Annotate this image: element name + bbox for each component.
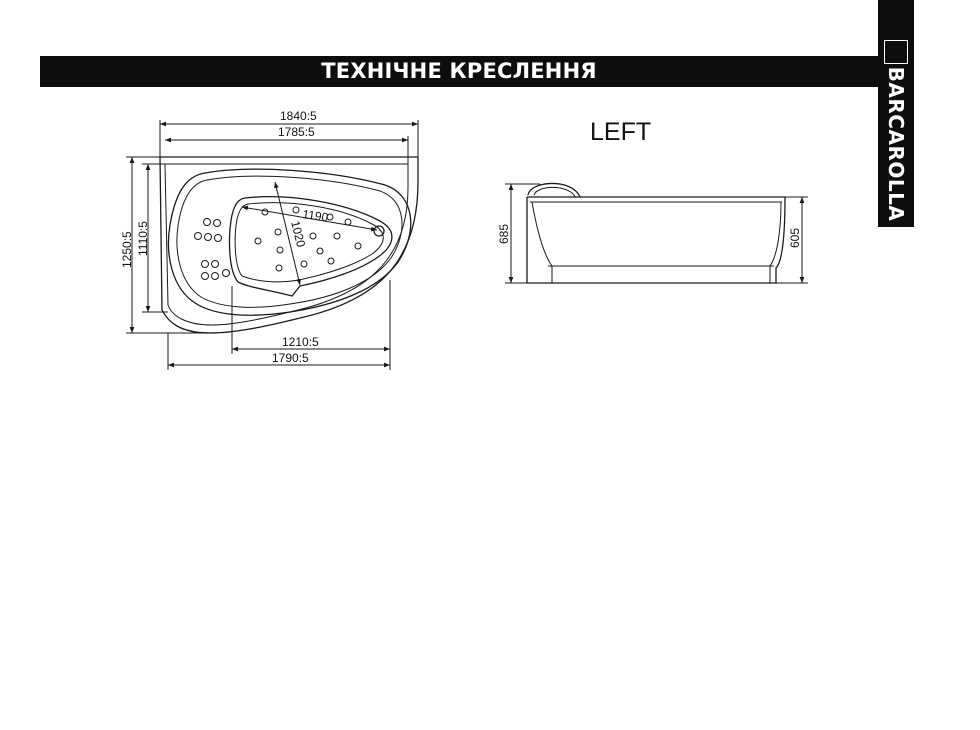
tub-body-curve-right	[769, 201, 782, 267]
brand-square-icon	[884, 40, 908, 64]
jet-icon	[213, 219, 221, 227]
total-height-label: 685	[497, 224, 511, 244]
rim-width-label: 1110:5	[136, 221, 150, 256]
headrest-inner	[533, 186, 576, 198]
tub-body-curve-left	[531, 201, 553, 267]
page-title: ТЕХНІЧНЕ КРЕСЛЕННЯ	[321, 59, 597, 83]
jet-icon	[261, 208, 269, 216]
jet-icon	[354, 242, 362, 250]
jet-icon	[326, 213, 334, 221]
jet-icon	[292, 206, 300, 214]
overall-width-label: 1250:5	[120, 231, 134, 268]
base-length-label: 1790:5	[272, 351, 309, 365]
jet-icon	[203, 218, 211, 226]
headrest-outline	[527, 182, 581, 198]
jet-icon	[275, 264, 283, 272]
brand-tab	[878, 0, 914, 227]
rim-length-label: 1785:5	[278, 125, 315, 139]
tub-rim-line	[164, 163, 409, 326]
bowl-width-line	[274, 181, 301, 286]
title-bar: ТЕХНІЧНЕ КРЕСЛЕННЯ	[40, 56, 878, 87]
jet-icon	[327, 257, 335, 265]
jet-icon	[201, 260, 209, 268]
tub-opening-outline	[167, 168, 412, 316]
jet-icon	[254, 237, 262, 245]
bowl-length-label: 1190	[302, 207, 330, 225]
body-height-label: 605	[788, 228, 802, 248]
jet-icon	[211, 272, 219, 280]
jet-icon	[276, 246, 284, 254]
drain-icon	[373, 225, 385, 237]
jet-icon	[222, 269, 230, 277]
jet-icon	[214, 234, 222, 242]
jet-icon	[309, 232, 317, 240]
overall-length-label: 1840:5	[280, 109, 317, 123]
variant-label: LEFT	[590, 118, 652, 146]
jet-icon	[194, 232, 202, 240]
tub-opening-inner	[176, 175, 403, 308]
bottom-jets	[254, 206, 362, 272]
top-view: 1190 1020	[120, 109, 419, 370]
jet-icon	[300, 260, 308, 268]
jet-icon	[333, 232, 341, 240]
jet-icon	[211, 260, 219, 268]
tub-body-outline	[526, 196, 786, 284]
front-section-label: 1210:5	[282, 335, 319, 349]
jet-icon	[274, 228, 282, 236]
side-view: 685 605	[497, 182, 808, 284]
bowl-length-line	[241, 205, 378, 232]
jet-icon	[204, 233, 212, 241]
bowl-width-label: 1020	[288, 219, 308, 249]
side-jets	[194, 218, 230, 280]
jet-icon	[201, 272, 209, 280]
jet-icon	[316, 247, 324, 255]
jet-icon	[344, 218, 352, 226]
